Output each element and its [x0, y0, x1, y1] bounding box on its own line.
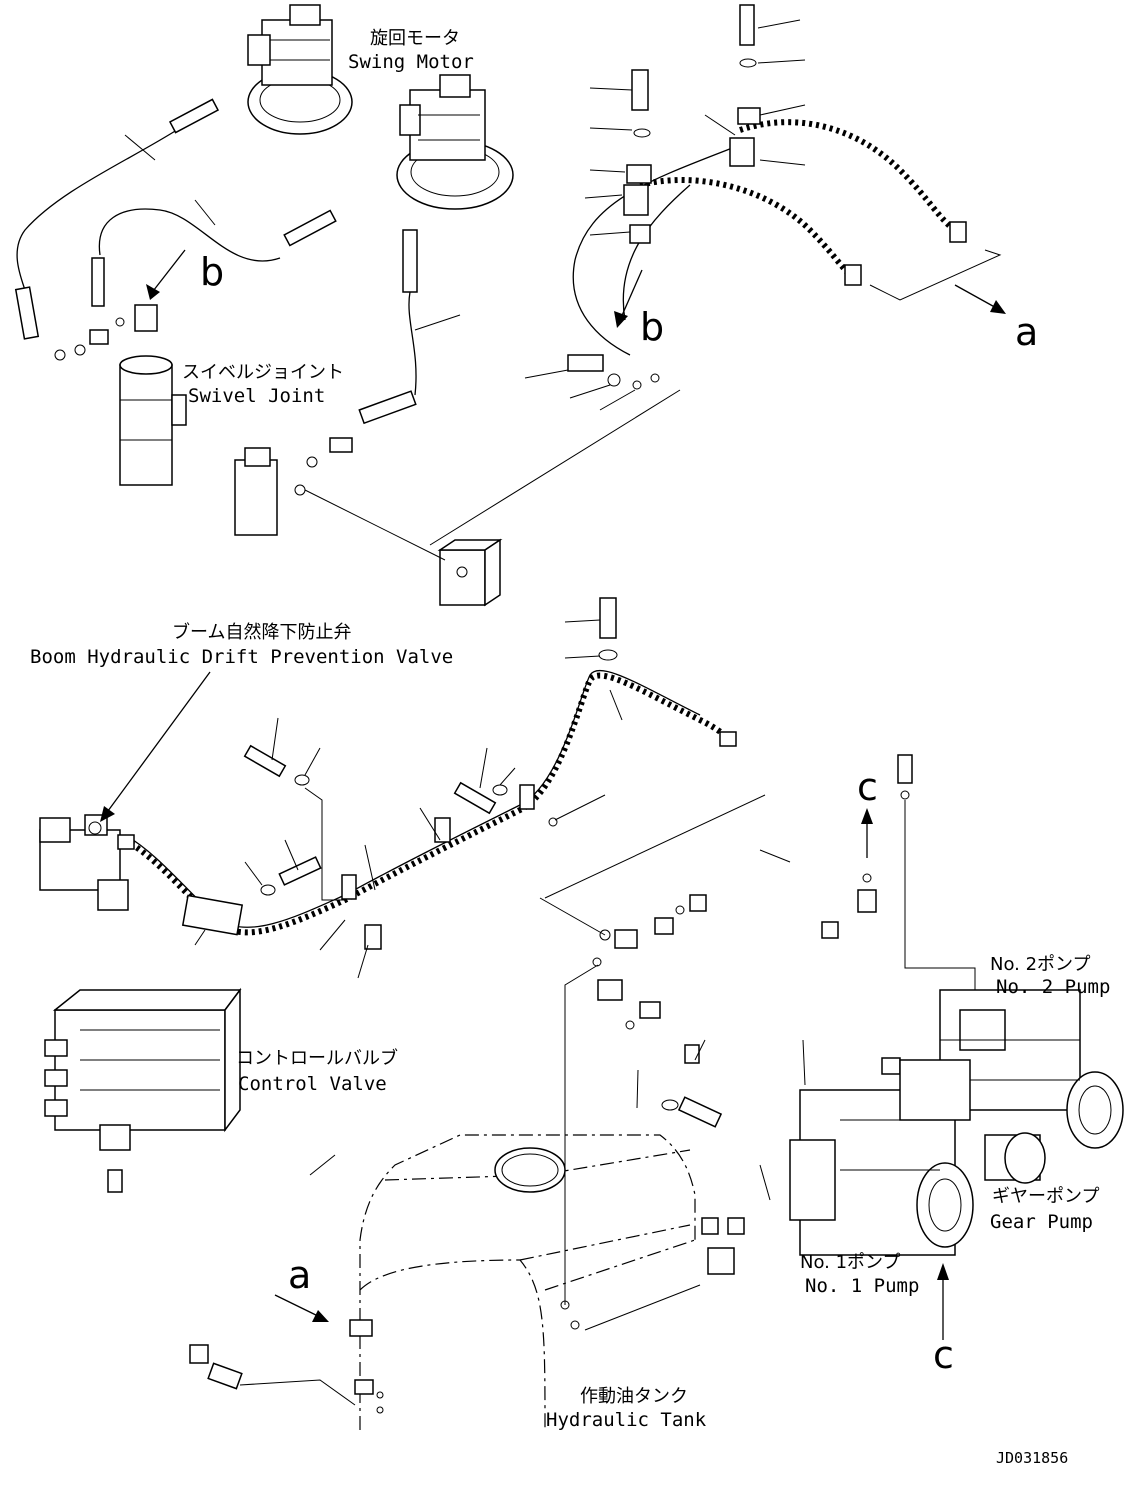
no1-pump — [789, 1059, 974, 1256]
boom-leaders — [194, 619, 623, 979]
gear-pump-label-jp: ギヤーポンプ — [992, 1186, 1099, 1207]
center-hose-lower — [597, 921, 839, 1128]
swing-motor-label-jp: 旋回モータ — [370, 28, 460, 49]
marker-a-bottom: a — [288, 1253, 311, 1297]
arrow-b-right — [614, 269, 643, 328]
tank-return-line-1 — [564, 964, 599, 1305]
manifold-block-upper — [234, 437, 353, 536]
swing-motor-left — [247, 4, 353, 135]
no1-pump-label-jp: No. 1ポンプ — [800, 1252, 901, 1273]
marker-c-top: c — [857, 765, 878, 809]
leader-center-hose — [759, 849, 791, 863]
top-right-hoses — [567, 4, 967, 390]
leader-pump-hose-1 — [802, 1039, 806, 1086]
boom-hose-clamps — [181, 784, 558, 950]
arrow-c-bottom — [937, 1263, 949, 1340]
control-valve-hose — [107, 1143, 305, 1390]
connection-line-tank-left — [239, 1379, 356, 1406]
no2-pump-label-jp: No. 2ポンプ — [990, 954, 1091, 975]
leader-lower-hose — [636, 1069, 639, 1109]
leader-hose-3 — [414, 314, 461, 331]
gear-pump — [984, 1132, 1046, 1184]
connection-line-upper — [304, 389, 681, 561]
marker-b-right: b — [640, 305, 664, 349]
swing-motor-hose-2 — [91, 208, 337, 307]
junction-block — [437, 538, 503, 607]
boom-valve-label-en: Boom Hydraulic Drift Prevention Valve — [30, 646, 453, 668]
arrow-boom-valve — [100, 671, 211, 822]
control-valve-label-en: Control Valve — [238, 1073, 387, 1095]
center-hose-upper — [692, 740, 913, 908]
leader-control-valve-hose — [309, 1154, 336, 1176]
swing-motor-hose-3 — [358, 229, 418, 425]
leader-hose-2 — [194, 199, 216, 226]
swivel-joint-label-en: Swivel Joint — [188, 385, 325, 407]
hydraulic-tank-label-jp: 作動油タンク — [580, 1386, 688, 1407]
no1-pump-label-en: No. 1 Pump — [805, 1275, 919, 1297]
control-valve-label-jp: コントロールバルブ — [236, 1047, 398, 1069]
no2-pump-label-en: No. 2 Pump — [996, 976, 1110, 998]
swing-motor-label-en: Swing Motor — [348, 51, 474, 73]
swivel-joint — [119, 355, 187, 486]
center-fittings — [592, 894, 707, 967]
marker-c-bottom: c — [933, 1333, 954, 1377]
control-valve — [44, 987, 242, 1151]
leader-lower-clamp — [694, 1039, 706, 1061]
connection-lines-center — [539, 794, 766, 936]
arrow-b-left — [146, 249, 186, 300]
arrow-c-top — [857, 808, 877, 913]
boom-hose-long — [117, 670, 737, 936]
boom-drift-prevention-valve — [39, 814, 129, 911]
top-right-leaders — [524, 19, 1002, 411]
tank-return-line-2 — [584, 1284, 701, 1331]
pump-hoses — [701, 1057, 901, 1275]
hydraulic-tank — [349, 1134, 696, 1431]
drawing-code: JD031856 — [996, 1449, 1068, 1467]
arrow-a-top — [954, 284, 1006, 314]
marker-a-top: a — [1015, 310, 1038, 354]
hydraulic-tank-label-en: Hydraulic Tank — [546, 1409, 707, 1431]
swing-motor-hose-1 — [14, 98, 220, 340]
boom-valve-label-jp: ブーム自然降下防止弁 — [172, 621, 351, 643]
boom-bolts — [243, 597, 618, 896]
swing-motor-right — [396, 74, 514, 210]
leader-pump-hose-2 — [759, 1164, 771, 1201]
swivel-joint-label-jp: スイベルジョイント — [182, 362, 344, 383]
swivel-fittings — [54, 304, 158, 361]
leader-hose-1 — [124, 134, 156, 161]
gear-pump-label-en: Gear Pump — [990, 1211, 1093, 1233]
arrow-a-bottom — [274, 1294, 329, 1322]
marker-b-left: b — [200, 250, 224, 294]
